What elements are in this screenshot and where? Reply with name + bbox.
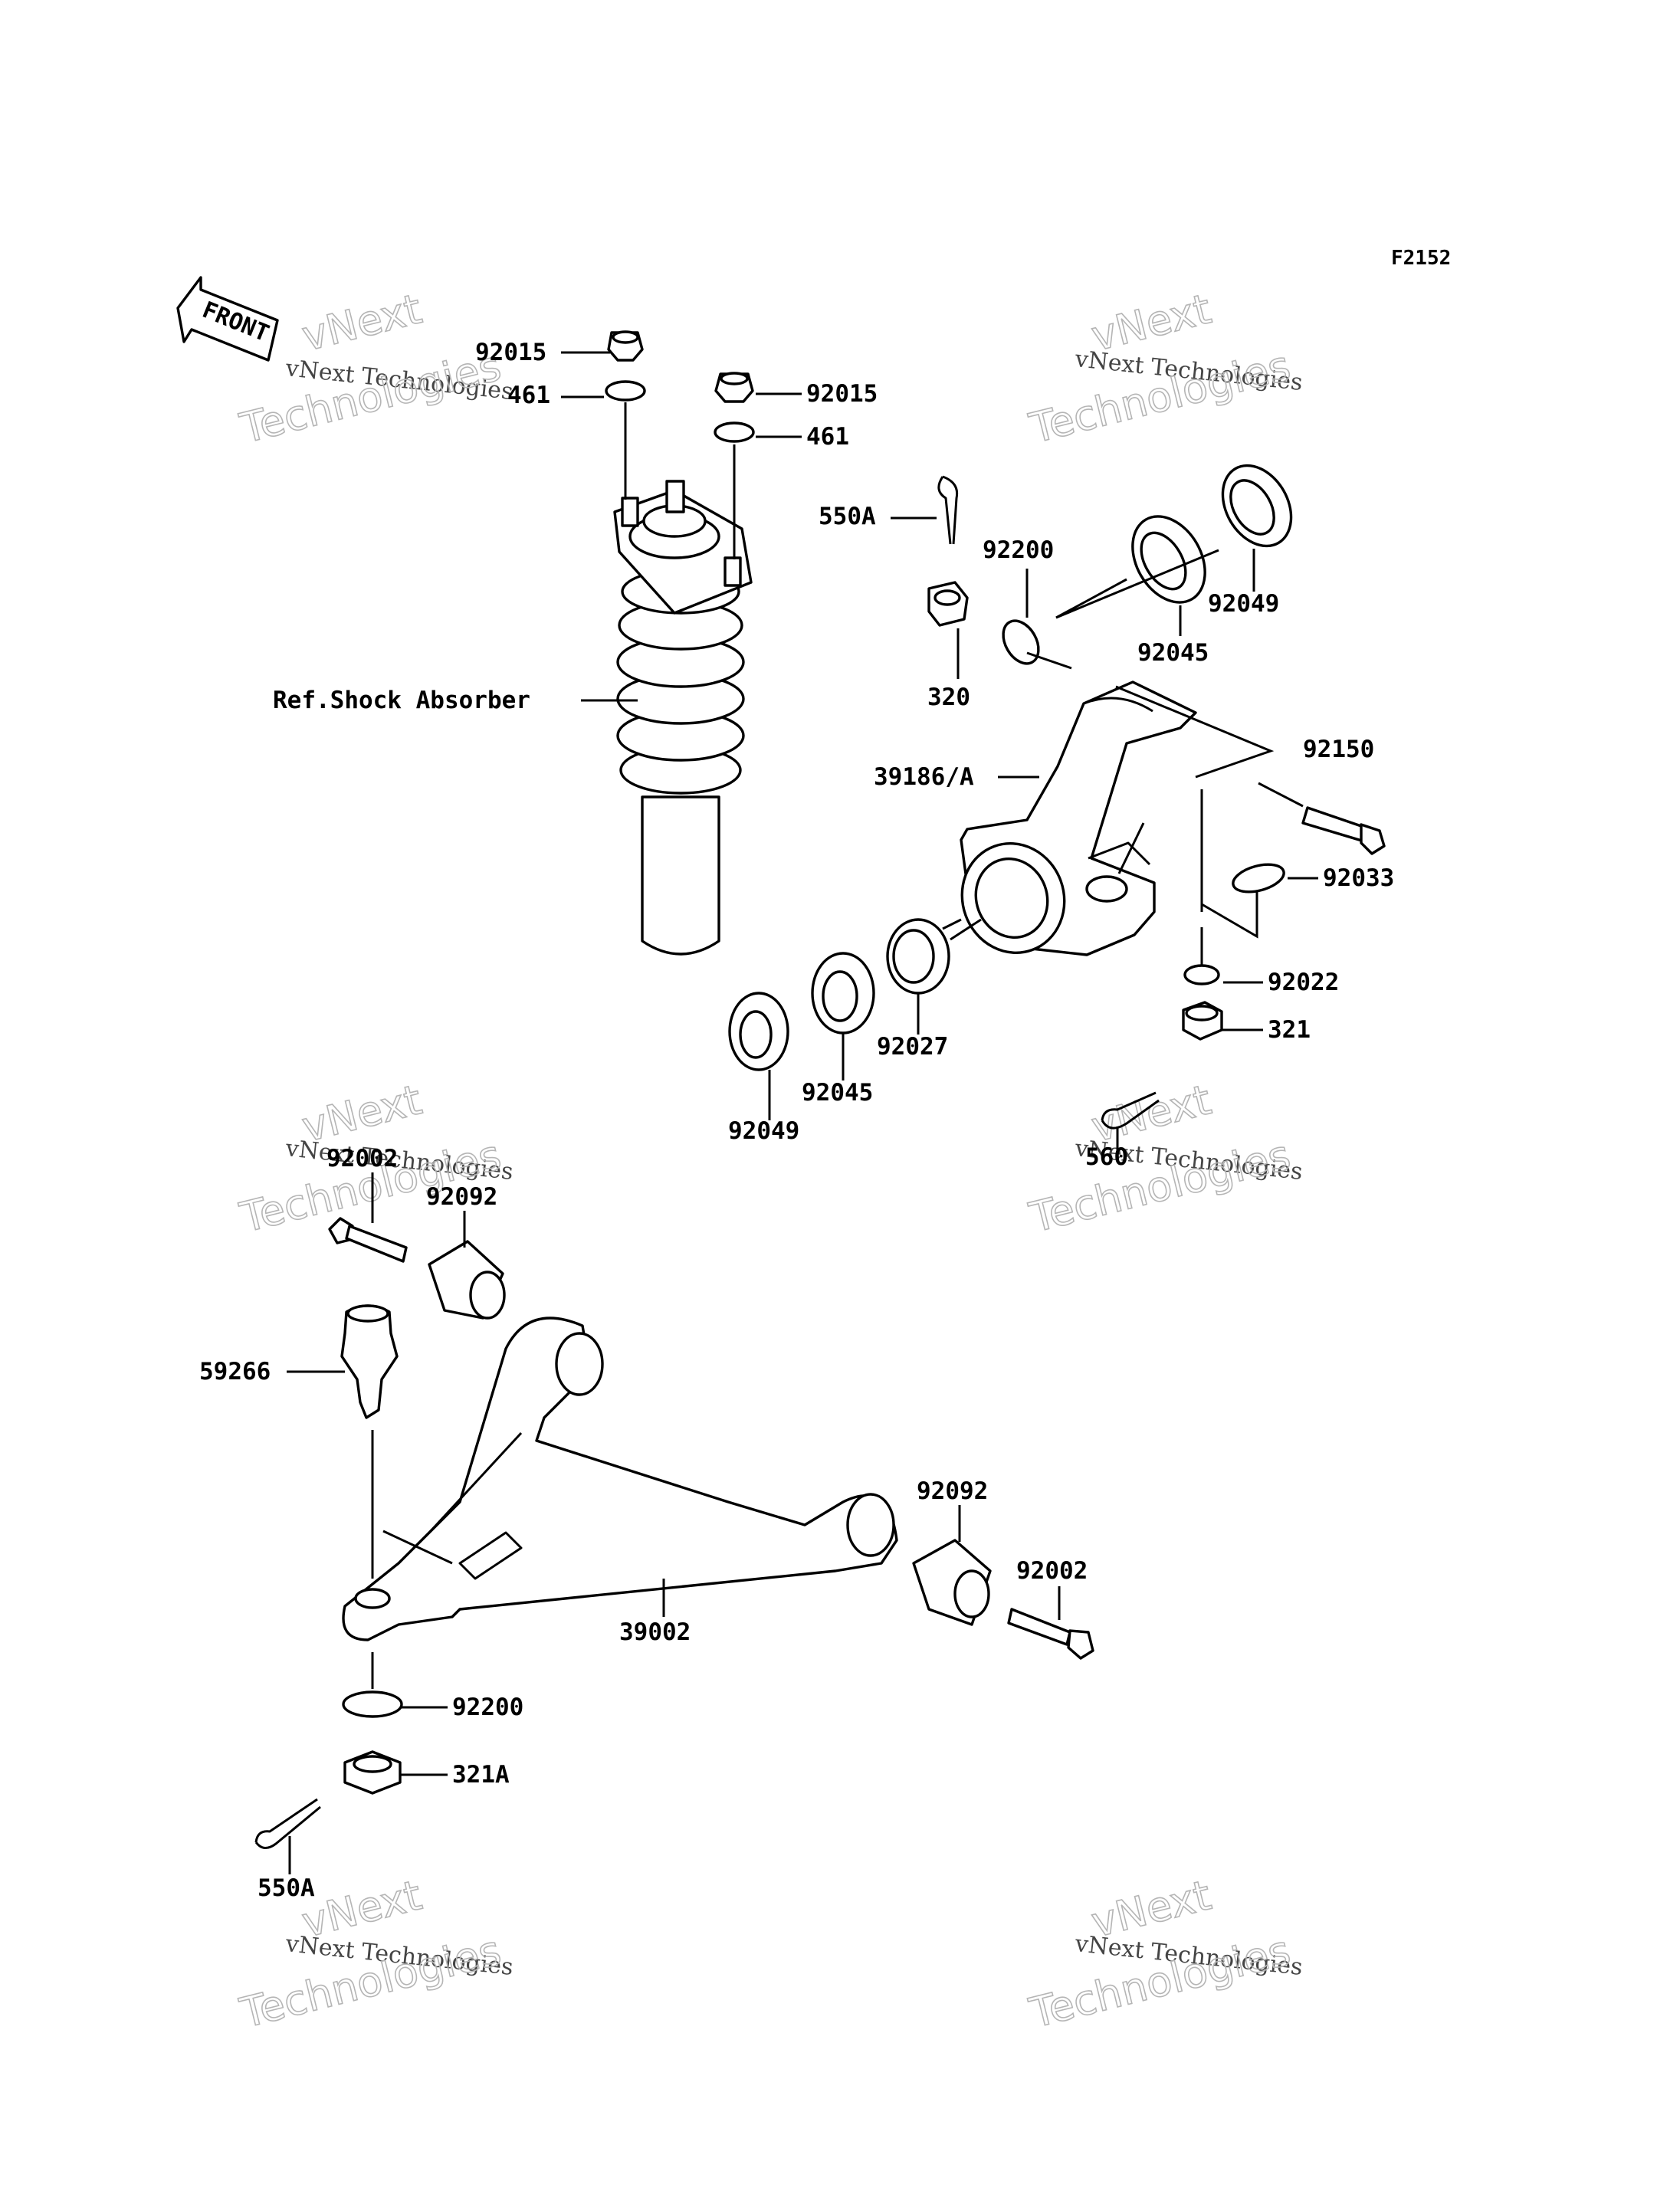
label-nut-top-left: 92015 xyxy=(475,339,546,366)
bolt-knuckle xyxy=(1301,806,1386,855)
svg-text:Technologies: Technologies xyxy=(235,342,506,453)
a-arm xyxy=(342,1317,898,1641)
bolt-arm-right xyxy=(1007,1608,1094,1660)
label-castle-nut-top: 320 xyxy=(927,684,970,711)
svg-text:vNext: vNext xyxy=(297,284,426,360)
label-seal-hub: 92049 xyxy=(728,1117,799,1145)
circlip xyxy=(1232,863,1285,894)
label-washer-top-left: 461 xyxy=(507,382,550,409)
bushing-arm-left xyxy=(428,1240,506,1320)
label-castle-nut-arm: 321A xyxy=(452,1761,510,1789)
label-arm: 39002 xyxy=(619,1618,691,1646)
washer-knuckle xyxy=(1002,619,1040,665)
label-seal-knuckle-top: 92049 xyxy=(1208,590,1279,618)
label-cotter-pin-arm: 550A xyxy=(258,1874,315,1902)
label-circlip: 92033 xyxy=(1323,864,1394,892)
nut-top-right xyxy=(714,372,754,403)
castle-nut-lower-knuckle xyxy=(1182,1001,1223,1041)
seal-knuckle-top xyxy=(1221,464,1293,548)
label-washer-arm: 92200 xyxy=(452,1694,523,1721)
label-collar: 92027 xyxy=(877,1033,948,1061)
watermark-top-left: vNext vNext Technologies Technologies xyxy=(235,284,514,454)
washer-top-right xyxy=(714,421,755,443)
shock-absorber xyxy=(613,480,753,956)
label-bolt-arm-left: 92002 xyxy=(326,1145,398,1172)
label-washer-knuckle: 92200 xyxy=(983,536,1054,564)
label-bearing-knuckle-top: 92045 xyxy=(1137,639,1209,667)
cotter-pin-top xyxy=(937,475,959,545)
castle-nut-arm xyxy=(343,1750,402,1795)
bearing-hub xyxy=(811,952,875,1035)
washer-lower-knuckle xyxy=(1183,964,1220,985)
ball-joint xyxy=(340,1304,399,1419)
washer-arm xyxy=(342,1690,403,1718)
label-cotter-pin-top: 550A xyxy=(819,503,876,530)
knuckle xyxy=(960,680,1197,956)
label-bolt-knuckle: 92150 xyxy=(1303,736,1374,763)
label-washer-top-right: 461 xyxy=(806,423,849,451)
watermark-middle-right: vNext vNext Technologies Technologies xyxy=(1024,1075,1304,1243)
cotter-pin-lower-knuckle xyxy=(1101,1091,1160,1130)
label-cotter-pin-lower-knuckle: 560 xyxy=(1085,1143,1128,1171)
label-castle-nut-lower-knuckle: 321 xyxy=(1268,1016,1311,1044)
castle-nut-top xyxy=(927,581,969,627)
label-bolt-arm-right: 92002 xyxy=(1016,1557,1088,1585)
cotter-pin-arm xyxy=(254,1798,321,1849)
watermark-top-right: vNext vNext Technologies Technologies xyxy=(1024,284,1304,454)
label-bushing-arm-right: 92092 xyxy=(917,1477,988,1505)
figure-id: F2152 xyxy=(1391,247,1451,270)
front-arrow-icon: FRONT xyxy=(176,276,279,362)
seal-hub xyxy=(728,992,789,1071)
watermark-bottom-right: vNext vNext Technologies Technologies xyxy=(1024,1871,1304,2038)
bearing-knuckle-top xyxy=(1131,515,1206,604)
label-bushing-arm-left: 92092 xyxy=(426,1183,497,1211)
label-ball-joint: 59266 xyxy=(199,1358,271,1385)
bolt-arm-left xyxy=(328,1217,408,1263)
label-shock-ref: Ref.Shock Absorber xyxy=(273,687,530,714)
nut-top-left xyxy=(607,330,644,362)
label-washer-lower-knuckle: 92022 xyxy=(1268,969,1339,996)
label-bearing-hub: 92045 xyxy=(802,1079,873,1107)
label-nut-top-right: 92015 xyxy=(806,380,878,408)
washer-top-left xyxy=(605,380,646,402)
collar xyxy=(886,918,950,995)
bushing-arm-right xyxy=(912,1539,992,1626)
label-knuckle: 39186/A xyxy=(874,763,974,791)
